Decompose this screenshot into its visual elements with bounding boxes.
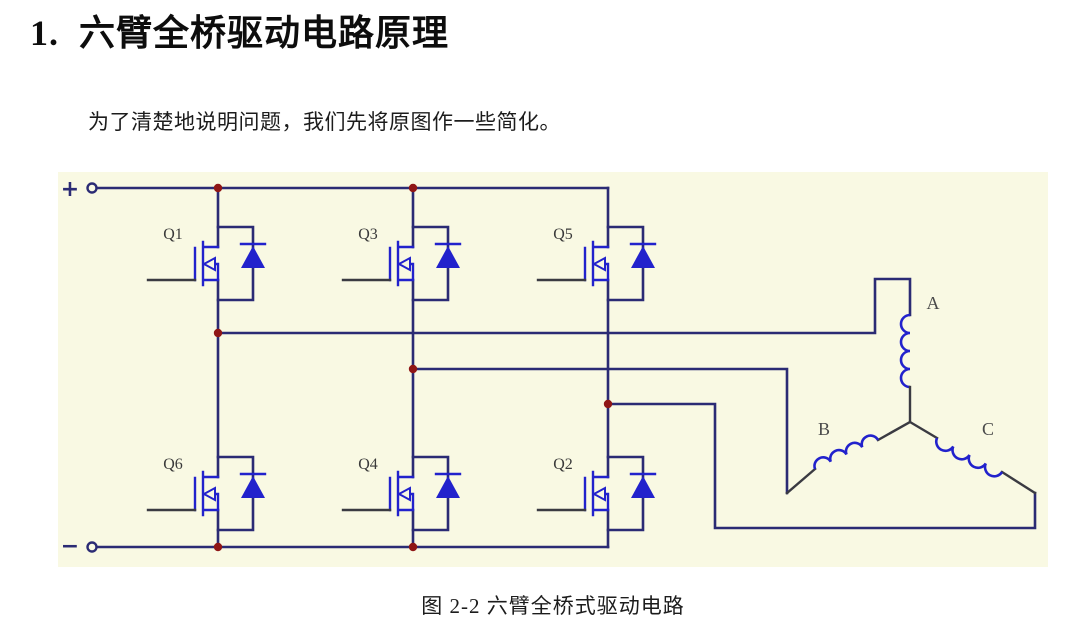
phase-b-star-branch xyxy=(785,420,912,495)
minus-sign-label: − xyxy=(61,534,79,559)
negative-terminal xyxy=(86,541,98,553)
label-q6: Q6 xyxy=(163,456,183,473)
positive-terminal xyxy=(86,182,98,194)
label-phase-c: C xyxy=(982,419,994,439)
label-phase-a: A xyxy=(927,293,940,313)
phase-b-wire xyxy=(411,367,789,495)
label-q1: Q1 xyxy=(163,226,183,243)
section-heading: 1. 六臂全桥驱动电路原理 xyxy=(30,4,449,56)
heading-title: 六臂全桥驱动电路原理 xyxy=(79,13,450,53)
label-phase-b: B xyxy=(818,419,830,439)
phase-a-winding xyxy=(899,313,911,389)
phase-a-wire xyxy=(216,277,912,335)
circuit-schematic: + − Q1 Q3 Q5 Q6 Q4 Q2 A B C xyxy=(61,177,1037,559)
intro-paragraph: 为了清楚地说明问题，我们先将原图作一些简化。 xyxy=(88,110,561,134)
phase-c-star-branch xyxy=(908,420,1037,495)
label-q3: Q3 xyxy=(358,226,378,243)
phase-c-wire xyxy=(606,402,1037,530)
phase-c-winding xyxy=(935,437,1004,478)
bridge-leg-wires xyxy=(216,186,610,549)
circuit-diagram: + − Q1 Q3 Q5 Q6 Q4 Q2 A B C xyxy=(58,172,1048,567)
label-q4: Q4 xyxy=(358,456,378,473)
label-q5: Q5 xyxy=(553,226,573,243)
heading-number: 1. xyxy=(30,13,59,53)
figure-caption: 图 2-2 六臂全桥式驱动电路 xyxy=(421,594,685,618)
label-q2: Q2 xyxy=(553,456,573,473)
plus-sign-label: + xyxy=(61,177,79,202)
phase-b-winding xyxy=(813,434,880,470)
junction-dots xyxy=(213,183,613,552)
